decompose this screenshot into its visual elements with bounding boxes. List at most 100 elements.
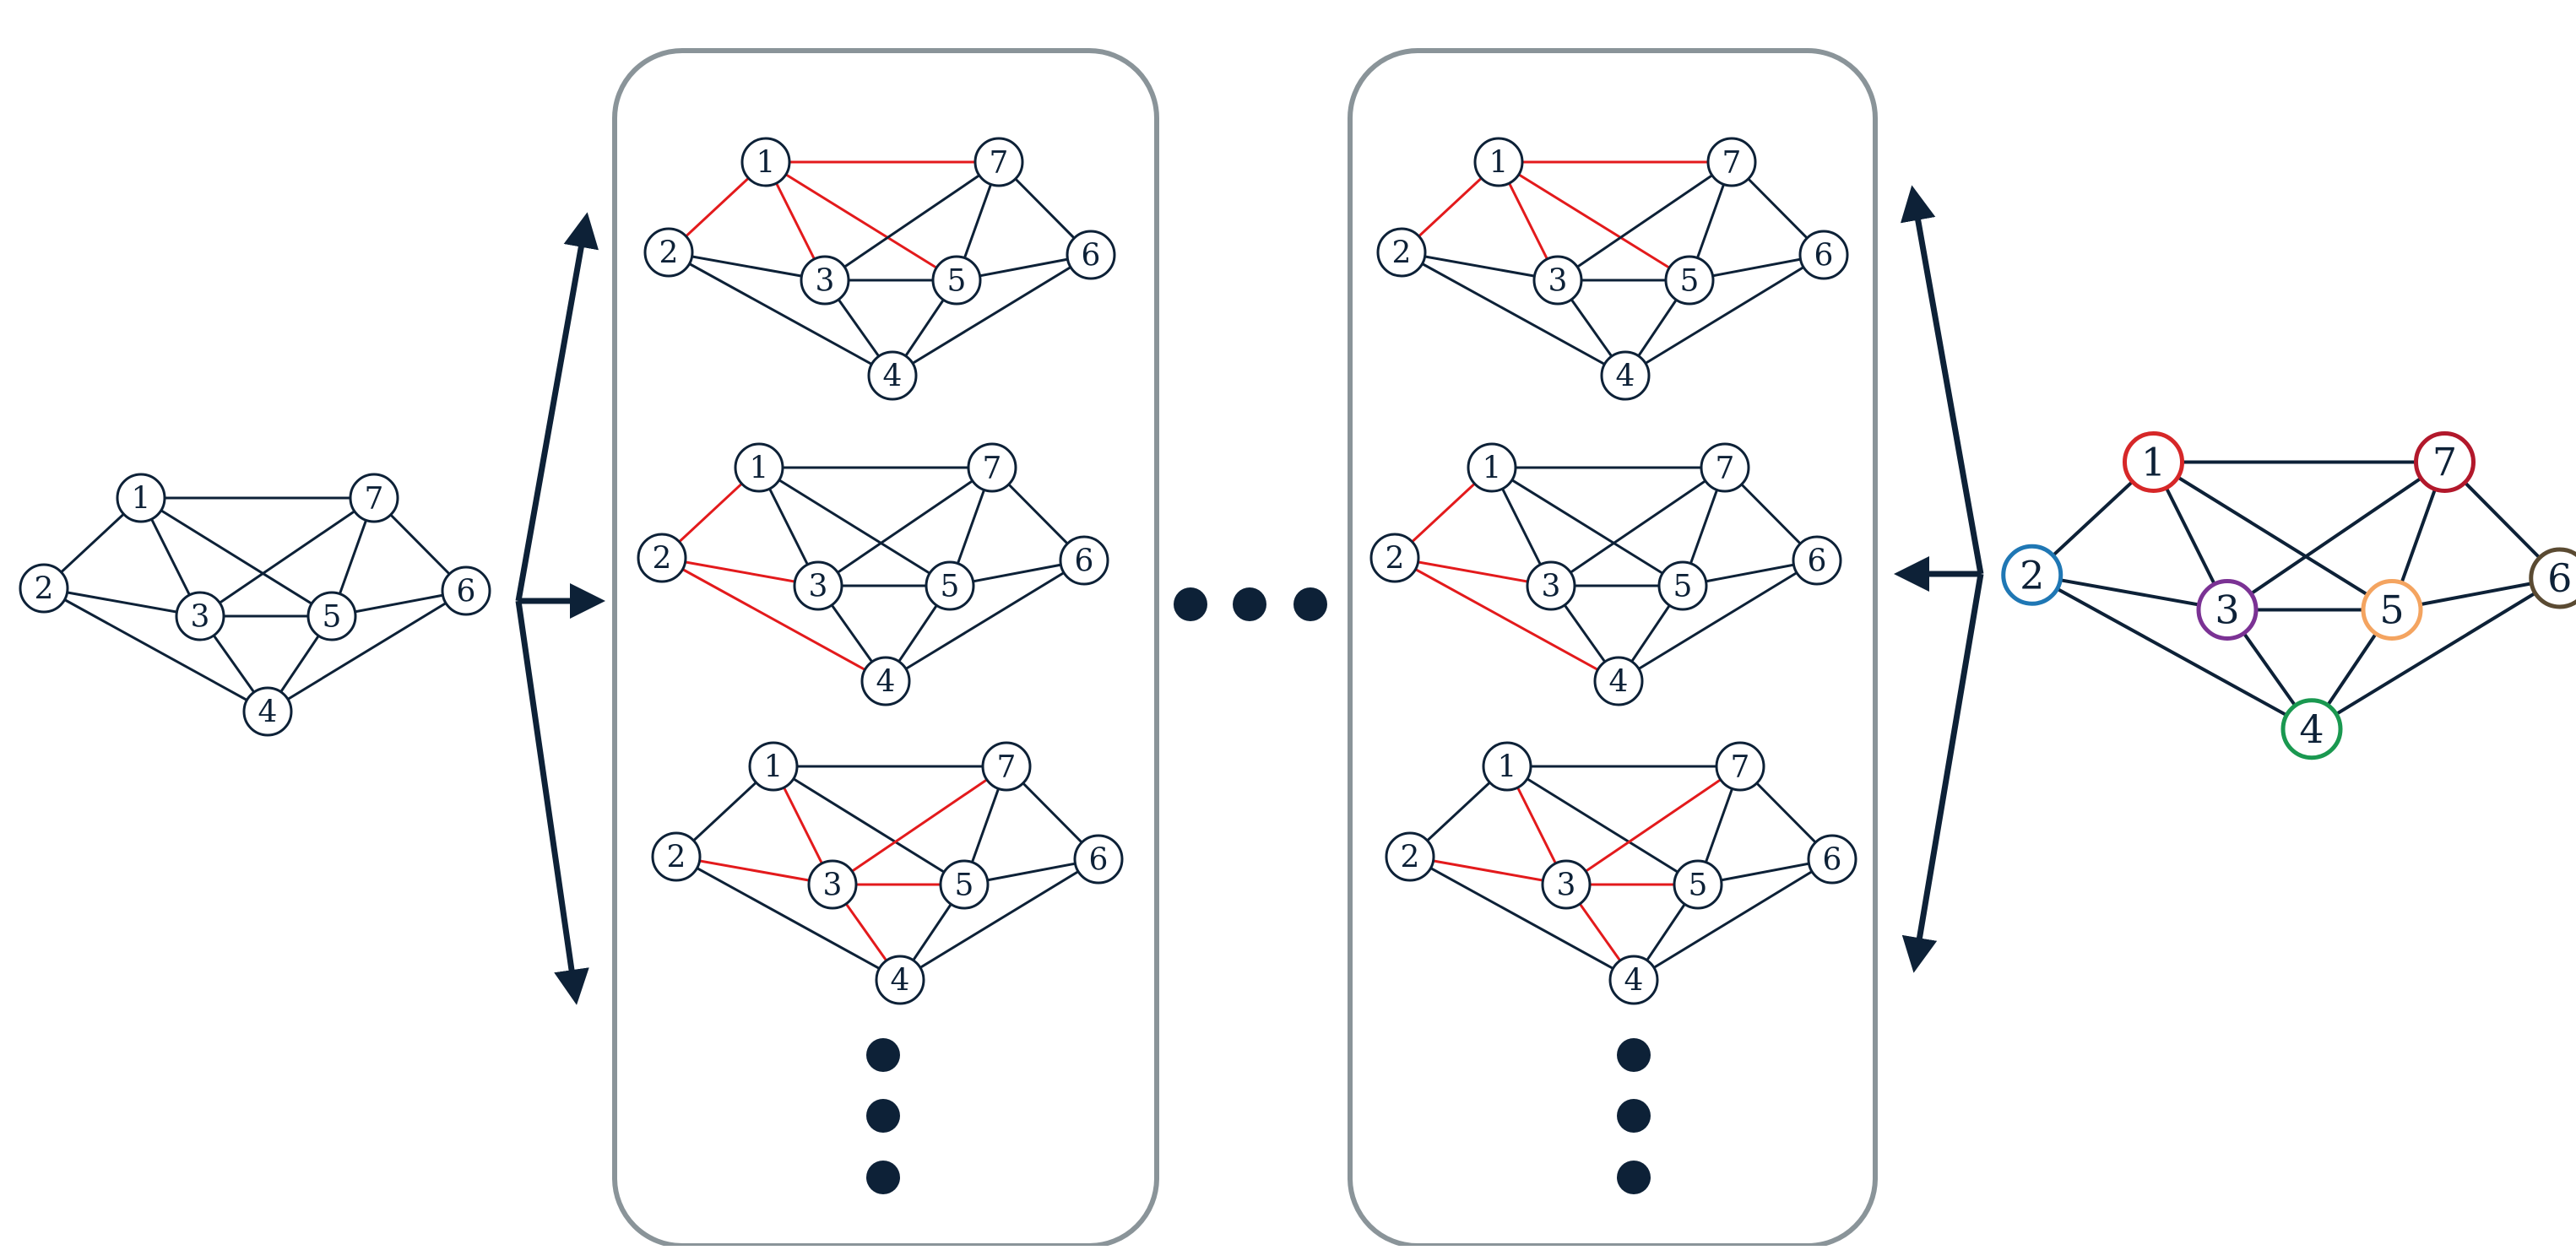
node-label: 6 — [1082, 239, 1101, 273]
vertical-ellipsis-dot — [866, 1161, 900, 1194]
graph-edge — [823, 160, 1001, 282]
graph-edge — [1505, 765, 1700, 886]
graph-node: 3 — [793, 560, 843, 611]
node-label: 4 — [1624, 964, 1644, 998]
node-circle — [875, 955, 925, 1005]
graph-layer: 1234567123456712345671234567123456712345… — [19, 137, 2576, 1005]
graph-node: 1 — [734, 442, 784, 493]
node-label: 4 — [876, 665, 896, 700]
graph-edge — [198, 496, 376, 618]
node-label: 3 — [1542, 570, 1561, 604]
graph-edge — [898, 858, 1100, 982]
node-circle — [2123, 431, 2184, 493]
node-circle — [931, 255, 982, 306]
node-label: 2 — [667, 841, 686, 875]
expand-arrow — [515, 600, 589, 1005]
node-label: 5 — [1680, 264, 1700, 299]
node-label: 6 — [1075, 544, 1094, 579]
graph-node: 2 — [1385, 831, 1435, 882]
graph-node: 3 — [1526, 560, 1576, 611]
node-circle — [973, 137, 1024, 187]
graph-node: 7 — [1706, 137, 1757, 187]
node-circle — [1532, 255, 1583, 306]
node-circle — [306, 591, 357, 641]
panel-layer — [612, 48, 1878, 1248]
graph-edge — [757, 466, 952, 587]
graph-node: 1 — [1467, 442, 1517, 493]
graph-edge — [2151, 460, 2394, 612]
node-circle — [1541, 859, 1592, 910]
highlighted-edge — [1497, 160, 1691, 282]
aggregate-arrow — [1901, 573, 1984, 973]
graph-edges — [2030, 460, 2562, 731]
graph-edge — [1632, 858, 1834, 982]
subgraph-panel — [1348, 48, 1878, 1248]
node-label: 7 — [1731, 750, 1750, 785]
horizontal-ellipsis-dot — [1293, 587, 1327, 621]
node-circle — [19, 563, 69, 614]
graph-node: 6 — [1807, 834, 1857, 885]
node-circle — [2414, 431, 2476, 493]
node-circle — [860, 656, 911, 706]
node-circle — [175, 591, 225, 641]
graph-edge — [2030, 573, 2313, 731]
graph-edge — [2310, 576, 2562, 731]
graph-edge — [884, 559, 1086, 683]
horizontal-ellipsis-dot — [1174, 587, 1207, 621]
node-label: 5 — [1689, 869, 1708, 903]
graph-node: 1 — [1482, 741, 1532, 792]
node-label: 2 — [1392, 236, 1412, 271]
graph-edges — [1393, 466, 1819, 683]
node-circle — [807, 859, 858, 910]
graph-edge — [816, 466, 994, 587]
highlighted-edge — [1393, 556, 1553, 587]
node-label: 2 — [1386, 542, 1405, 576]
graph-node: 4 — [875, 955, 925, 1005]
node-circle — [1593, 656, 1644, 706]
graph-node: 6 — [1798, 230, 1849, 280]
graph-edge — [891, 253, 1093, 377]
graph-edges — [42, 496, 468, 713]
node-label: 3 — [809, 570, 828, 604]
graph-edge — [675, 855, 902, 982]
node-label: 4 — [1609, 665, 1629, 700]
node-circle — [1473, 137, 1524, 187]
node-label: 5 — [1673, 570, 1693, 604]
node-label: 3 — [191, 600, 210, 635]
graph-node: 6 — [441, 565, 491, 616]
node-circle — [2280, 698, 2343, 760]
graph-edge — [1400, 251, 1627, 377]
node-label: 7 — [2432, 440, 2457, 485]
graph-edges — [660, 466, 1086, 683]
highlighted-edge — [1565, 765, 1742, 886]
graph-node: 7 — [2414, 431, 2476, 493]
graph-node: 2 — [637, 533, 687, 583]
node-circle — [1792, 535, 1842, 586]
node-circle — [1608, 955, 1659, 1005]
node-circle — [349, 473, 399, 523]
node-label: 5 — [323, 600, 342, 635]
node-circle — [1066, 230, 1116, 280]
node-circle — [1807, 834, 1857, 885]
graph-edges — [1408, 765, 1834, 982]
node-circle — [242, 686, 293, 737]
node-label: 7 — [983, 452, 1002, 486]
node-label: 1 — [2141, 440, 2166, 485]
graph-edge — [1556, 160, 1733, 282]
node-circle — [2001, 544, 2064, 606]
node-circle — [1385, 831, 1435, 882]
vertical-ellipsis-dot — [1617, 1161, 1651, 1194]
graph-edge — [667, 251, 894, 377]
vertical-ellipsis-dot — [1617, 1038, 1651, 1072]
